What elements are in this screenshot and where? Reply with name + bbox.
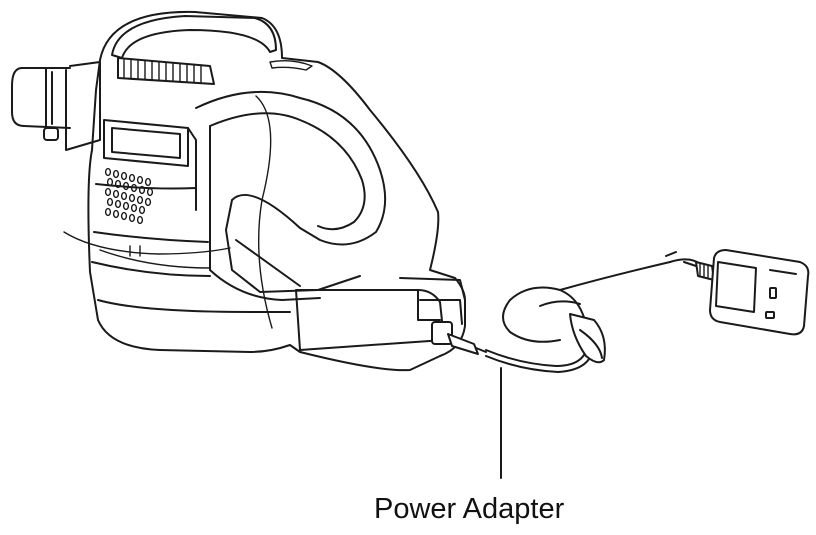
vacuum-body-illustration: [11, 10, 466, 372]
dust-filter-mesh: [104, 167, 154, 225]
charging-cable: [431, 251, 701, 373]
wall-plug-adapter: [695, 249, 810, 336]
power-adapter-label: Power Adapter: [374, 493, 565, 525]
